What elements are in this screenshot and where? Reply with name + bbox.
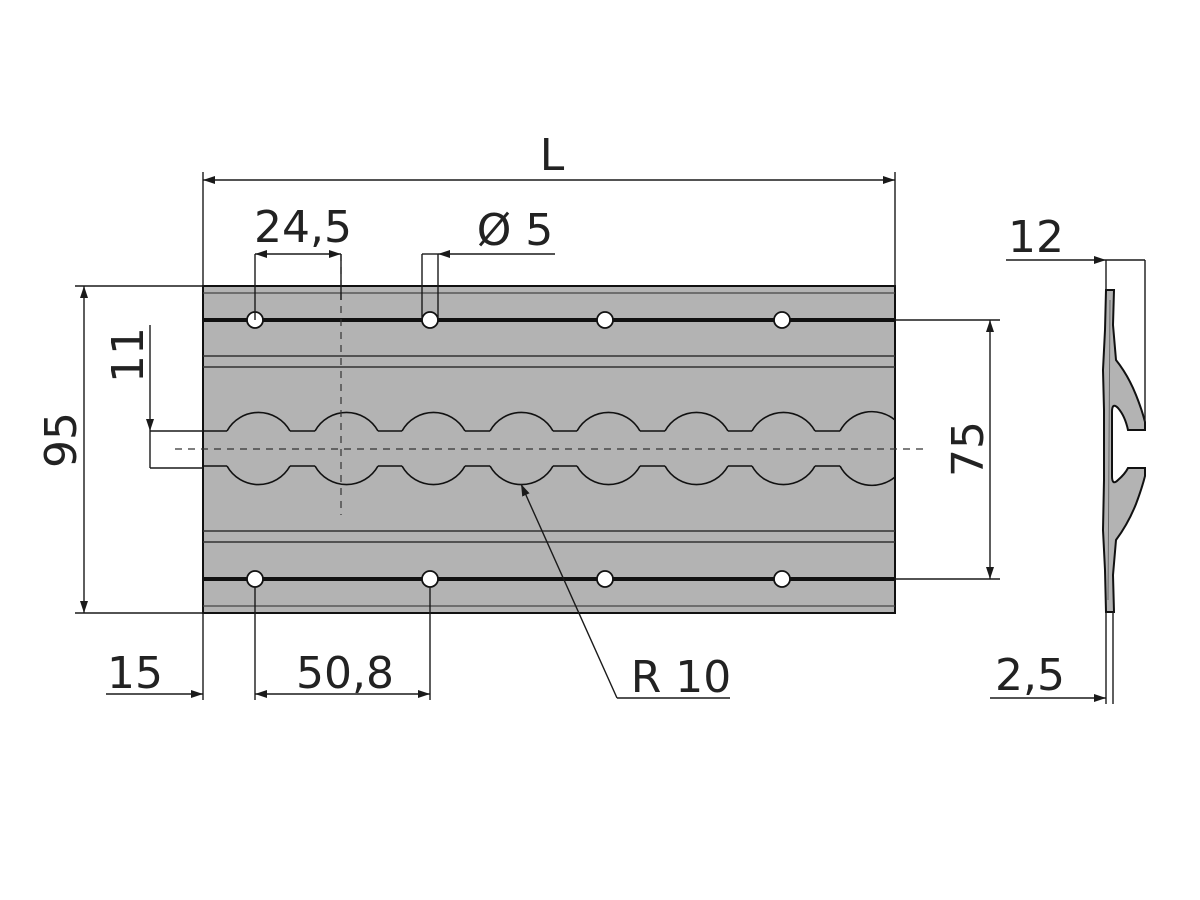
dim-length-label: L: [540, 130, 565, 181]
dim-slot-offset-label: 11: [103, 327, 154, 383]
slot-lobe: [314, 411, 379, 486]
slot-lobe: [401, 411, 466, 486]
hole: [246, 570, 264, 588]
dim-overall-width-label: 95: [36, 412, 87, 468]
dim-thickness-label: 2,5: [995, 650, 1065, 701]
rail-plate: [175, 254, 925, 614]
hole: [596, 570, 614, 588]
slot-lobes: [226, 410, 896, 487]
hole: [421, 311, 439, 329]
hole: [773, 311, 791, 329]
slot-lobe: [751, 411, 816, 486]
slot-edges: [203, 430, 840, 467]
dim-hole-diameter-label: Ø 5: [477, 205, 554, 256]
profile-inner-line: [1107, 299, 1111, 601]
dim-end-offset-label: 15: [107, 648, 163, 699]
side-profile: [1101, 289, 1146, 613]
slot-lobe: [226, 411, 291, 486]
slot-lobe: [576, 411, 641, 486]
dim-slot-radius-label: R 10: [631, 652, 732, 703]
dim-slot-pitch-label: 24,5: [254, 202, 352, 253]
slot-lobe: [664, 411, 729, 486]
dim-hole-row-spacing-label: 75: [943, 421, 994, 477]
dim-profile-height-label: 12: [1008, 212, 1064, 263]
hole: [773, 570, 791, 588]
hole: [421, 570, 439, 588]
profile-shape: [1101, 289, 1146, 613]
dimension-labels: L 24,5 Ø 5 11 95 75 15 50,8 R 10 12 2,5: [36, 130, 1065, 703]
slot-lobe: [839, 410, 896, 487]
hole: [596, 311, 614, 329]
dim-hole-pitch-label: 50,8: [296, 648, 394, 699]
dimension-lines: [75, 172, 1146, 704]
